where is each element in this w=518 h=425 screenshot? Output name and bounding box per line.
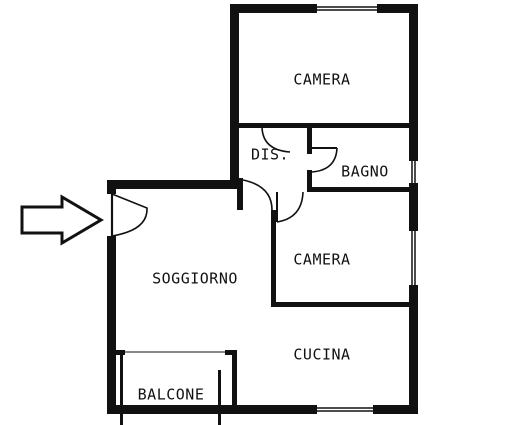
wall-corridor-stub bbox=[237, 178, 243, 210]
room-label-bagno: BAGNO bbox=[341, 163, 389, 181]
room-label-cucina: CUCINA bbox=[293, 346, 350, 364]
doors bbox=[110, 125, 338, 237]
walls bbox=[107, 4, 418, 425]
room-label-balcone: BALCONE bbox=[138, 386, 205, 404]
wall-right bbox=[409, 4, 418, 414]
door-soggiorno-corridor bbox=[242, 179, 273, 211]
window-cucina bbox=[315, 405, 375, 414]
window-balcone bbox=[125, 350, 225, 355]
wall-corridor-right bbox=[271, 210, 276, 306]
entrance-arrow-icon bbox=[20, 194, 104, 246]
room-label-camera-middle: CAMERA bbox=[293, 251, 350, 269]
wall-soggiorno-top bbox=[107, 180, 237, 189]
wall-left-lower bbox=[107, 236, 116, 414]
window-bagno bbox=[409, 159, 418, 185]
room-label-dis: DIS. bbox=[251, 146, 289, 164]
window-top bbox=[315, 4, 379, 13]
door-camera-top bbox=[261, 125, 291, 153]
wall-balcone-rail-right bbox=[218, 370, 221, 425]
wall-bagno-left bbox=[307, 126, 312, 154]
window-camera-middle bbox=[409, 229, 418, 287]
wall-bagno-bottom bbox=[307, 187, 415, 192]
wall-balcone-left bbox=[120, 355, 123, 425]
wall-balcone-right bbox=[232, 350, 237, 412]
wall-camera-top-bottom bbox=[236, 123, 416, 128]
wall-left-upper bbox=[107, 180, 116, 194]
door-camera-middle bbox=[276, 191, 304, 223]
windows bbox=[125, 4, 418, 414]
door-bagno bbox=[311, 147, 338, 173]
wall-upper-left bbox=[230, 4, 239, 186]
wall-bagno-left-lower bbox=[307, 170, 312, 190]
wall-camera-mid-bottom bbox=[271, 302, 415, 307]
door-entrance bbox=[110, 193, 148, 237]
room-label-camera-top: CAMERA bbox=[293, 71, 350, 89]
room-labels: CAMERA DIS. BAGNO SOGGIORNO CAMERA CUCIN… bbox=[138, 71, 389, 404]
room-label-soggiorno: SOGGIORNO bbox=[152, 270, 238, 288]
wall-bottom bbox=[107, 405, 418, 414]
